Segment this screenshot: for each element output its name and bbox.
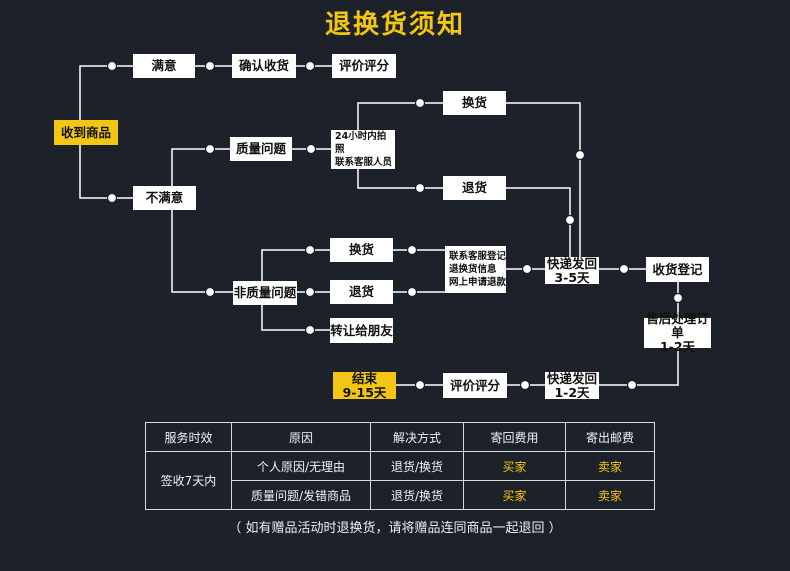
- solution-cell: 退货/换货: [370, 480, 464, 510]
- node-register-info: 联系客服登记 退换货信息 网上申请退款: [445, 246, 506, 293]
- node-review-bottom: 评价评分: [443, 373, 507, 398]
- ship-fee-cell: 卖家: [565, 480, 655, 510]
- node-review-top: 评价评分: [332, 54, 396, 78]
- node-end: 结束 9-15天: [333, 371, 396, 399]
- node-non-quality-issue: 非质量问题: [233, 281, 297, 305]
- node-satisfied: 满意: [133, 54, 195, 78]
- solution-cell: 退货/换货: [370, 451, 464, 481]
- table-row: 签收7天内 个人原因/无理由 退货/换货 买家 卖家: [145, 451, 655, 510]
- page-title: 退换货须知: [324, 10, 465, 40]
- node-exchange-mid: 换货: [330, 238, 393, 262]
- node-exchange-top: 换货: [443, 91, 506, 115]
- table-header-row: 服务时效 原因 解决方式 寄回费用 寄出邮费: [145, 422, 655, 452]
- table-header: 服务时效: [145, 422, 232, 452]
- node-ship-out: 快递发回 1-2天: [545, 370, 599, 400]
- node-transfer-friend: 转让给朋友: [330, 318, 393, 343]
- reason-cell: 个人原因/无理由: [231, 451, 371, 481]
- table-header: 原因: [231, 422, 371, 452]
- node-received: 收到商品: [54, 120, 118, 145]
- node-ship-back: 快递发回 3-5天: [545, 255, 599, 285]
- service-table: 服务时效 原因 解决方式 寄回费用 寄出邮费 签收7天内 个人原因/无理由 退货…: [145, 422, 655, 510]
- ship-fee-cell: 卖家: [565, 451, 655, 481]
- table-header: 解决方式: [370, 422, 464, 452]
- node-return-top: 退货: [443, 176, 506, 200]
- node-confirm-receipt: 确认收货: [232, 54, 296, 78]
- node-after-sales: 售后处理订单 1-2天: [644, 312, 711, 354]
- footnote: （ 如有赠品活动时退换货，请将赠品连同商品一起退回 ）: [228, 521, 562, 536]
- table-row: 质量问题/发错商品 退货/换货 买家 卖家: [146, 480, 655, 510]
- node-return-mid: 退货: [330, 280, 393, 304]
- return-fee-cell: 买家: [463, 451, 566, 481]
- table-header: 寄回费用: [463, 422, 566, 452]
- table-header: 寄出邮费: [565, 422, 655, 452]
- node-dissatisfied: 不满意: [133, 186, 196, 210]
- reason-cell: 质量问题/发错商品: [231, 480, 371, 510]
- node-photo-contact: 24小时内拍照 联系客服人员: [331, 130, 395, 169]
- time-cell: 签收7天内: [145, 451, 232, 510]
- node-quality-issue: 质量问题: [230, 137, 292, 161]
- node-receipt-register: 收货登记: [646, 257, 709, 282]
- return-fee-cell: 买家: [463, 480, 566, 510]
